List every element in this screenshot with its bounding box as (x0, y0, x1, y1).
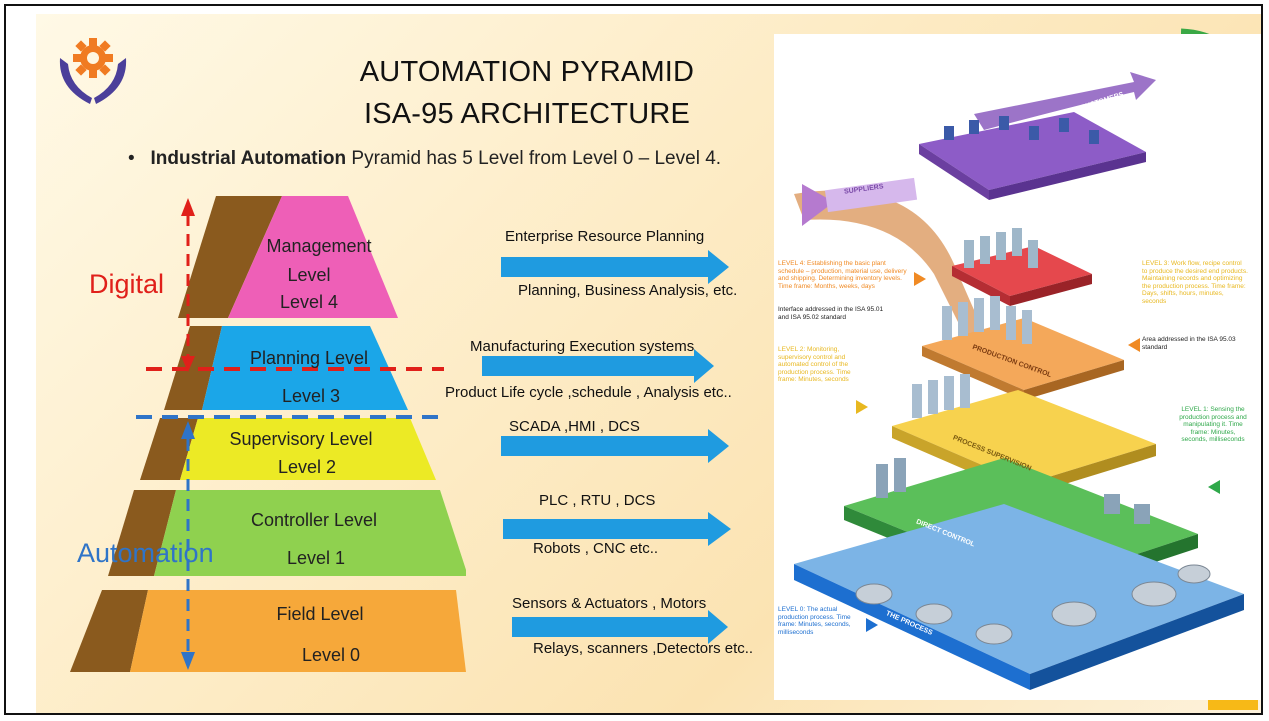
arrow-level-4-icon (501, 250, 729, 284)
level-4-pointer-icon (914, 272, 926, 286)
pyramid-level-0-face (130, 590, 466, 672)
arrow-level-2-icon (501, 429, 729, 463)
level-4-sub: Level (287, 265, 331, 285)
automation-label: Automation (77, 538, 214, 568)
gear-hands-logo-icon (59, 38, 127, 104)
level-1-num: Level 1 (286, 548, 346, 568)
customers-arrow (974, 72, 1156, 130)
digital-label: Digital (89, 269, 165, 299)
level-3-platform (922, 318, 1124, 390)
arrow-level-1-bottom-text: Robots , CNC etc.. (533, 540, 659, 557)
interface-description: Interface addressed in the ISA 95.01 and… (778, 306, 884, 321)
pyramid-level-4-face (228, 196, 398, 318)
level-3-description: LEVEL 3: Work flow, recipe control to pr… (1142, 260, 1248, 305)
level-2-name: Supervisory Level (229, 429, 373, 449)
arrow-level-0-top-text: Sensors & Actuators , Motors (512, 595, 707, 612)
level-1-name: Controller Level (250, 510, 378, 530)
bullet-point: • Industrial Automation Pyramid has 5 Le… (128, 148, 721, 170)
level-0-description: LEVEL 0: The actual production process. … (778, 606, 851, 636)
arrow-level-3-top-text: Manufacturing Execution systems (470, 338, 695, 355)
level-0-name: Field Level (276, 604, 364, 624)
level-4-name: Management (266, 236, 372, 256)
digital-arrow-up-icon (181, 198, 195, 216)
arrow-level-0-bottom-text: Relays, scanners ,Detectors etc.. (533, 640, 754, 657)
automation-pyramid (70, 196, 466, 672)
level-0-platform (794, 504, 1244, 674)
level-1-pointer-icon (1208, 480, 1220, 494)
level-3-name: Planning Level (249, 348, 369, 368)
level-3-pointer-icon (1128, 338, 1140, 352)
level-2-num: Level 2 (277, 457, 337, 477)
pyramid-level-2-face (180, 418, 436, 480)
arrow-level-4-top-text: Enterprise Resource Planning (505, 228, 705, 245)
arrow-level-1-icon (503, 512, 731, 546)
level-2-pointer-icon (856, 400, 868, 414)
level-0-num: Level 0 (301, 645, 361, 665)
level-0-pointer-icon (866, 618, 878, 632)
arrow-level-2-top-text: SCADA ,HMI , DCS (509, 418, 640, 435)
automation-arrow-up-icon (181, 421, 195, 439)
isa95-illustration: CUSTOMERS SUPPLIERS LEVEL 4: Establishin… (774, 34, 1261, 700)
level-arrows (482, 250, 731, 644)
level-3-num: Level 3 (281, 386, 341, 406)
digital-arrow-down-icon (181, 356, 195, 372)
pyramid-level-3-side (164, 326, 222, 410)
level-4-num: Level 4 (279, 292, 339, 312)
slide-frame: AUTOMATION PYRAMID ISA-95 ARCHITECTURE •… (4, 4, 1263, 715)
pyramid-level-1-side (108, 490, 176, 576)
level-4-description: LEVEL 4: Establishing the basic plant sc… (778, 260, 907, 290)
arrow-level-1-top-text: PLC , RTU , DCS (539, 492, 656, 509)
level-2-description: LEVEL 2: Monitoring, supervisory control… (778, 346, 851, 383)
enterprise-platform (919, 112, 1146, 190)
bullet-bold-text: Industrial Automation (150, 148, 347, 169)
level-1-description: LEVEL 1: Sensing the production process … (1179, 406, 1247, 443)
arrow-level-3-bottom-text: Product Life cycle ,schedule , Analysis … (445, 384, 732, 401)
automation-arrow-down-icon (181, 652, 195, 670)
pyramid-level-4-side (178, 196, 282, 318)
title-line-2: ISA-95 ARCHITECTURE (363, 98, 691, 130)
pyramid-level-0-side (70, 590, 148, 672)
level-2-platform (892, 390, 1156, 484)
bullet-text: Pyramid has 5 Level from Level 0 – Level… (346, 148, 722, 169)
arrow-level-0-icon (512, 610, 728, 644)
bullet-icon: • (128, 148, 151, 169)
pyramid-level-1-face (154, 490, 466, 576)
arrow-level-4-bottom-text: Planning, Business Analysis, etc. (518, 282, 738, 299)
area-description: Area addressed in the ISA 95.03 standard (1142, 336, 1236, 351)
title-line-1: AUTOMATION PYRAMID (359, 56, 695, 88)
arrow-level-3-icon (482, 349, 714, 383)
